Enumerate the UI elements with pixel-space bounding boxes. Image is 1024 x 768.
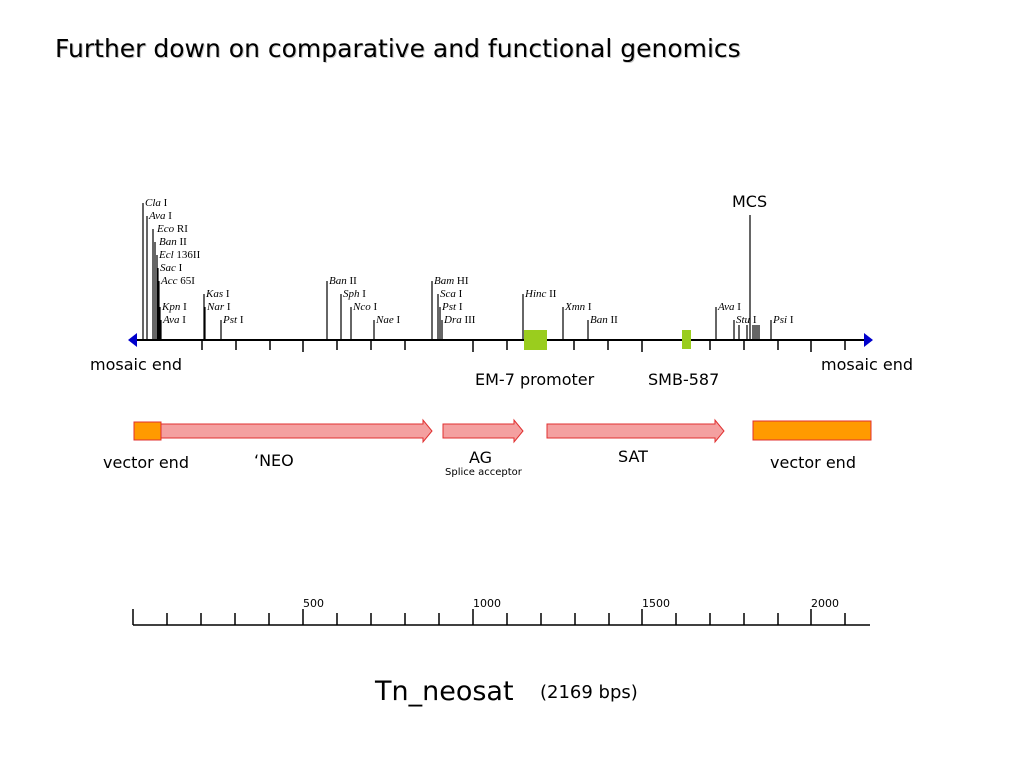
smb-587-label: SMB-587 [648, 370, 720, 389]
splice-acceptor-label: Splice acceptor [445, 467, 522, 478]
scale-tick-label: 500 [303, 597, 324, 610]
mcs-label: MCS [732, 192, 768, 211]
scale-tick-label: 1500 [642, 597, 670, 610]
site-label: Eco RI [157, 223, 188, 235]
ag-arrow [442, 418, 524, 444]
sat-arrow [546, 418, 725, 444]
mosaic-end-right-label: mosaic end [821, 355, 913, 374]
em7-promoter-label: EM-7 promoter [475, 370, 595, 389]
site-label: Sac I [160, 262, 183, 274]
page-title: Further down on comparative and function… [55, 34, 741, 63]
neo-arrow [160, 418, 433, 444]
site-label: Nae I [376, 314, 401, 326]
site-label: Kas I [206, 288, 230, 300]
scale-tick-label: 2000 [811, 597, 839, 610]
vector-end-right-box [752, 420, 872, 441]
map-ticks [201, 340, 846, 352]
site-label: Ban II [329, 275, 357, 287]
map-right-arrow [864, 333, 873, 347]
vector-end-right-label: vector end [770, 453, 856, 472]
site-label: Stu I [736, 314, 757, 326]
site-label: Bam HI [434, 275, 469, 287]
smb-587-box [682, 330, 691, 349]
site-label: Xmn I [565, 301, 592, 313]
scale-bar [132, 609, 870, 626]
site-label: Sph I [343, 288, 366, 300]
map-left-arrow [128, 333, 137, 347]
scale-tick-label: 1000 [473, 597, 501, 610]
sat-label: SAT [618, 447, 648, 466]
site-label: Nco I [353, 301, 378, 313]
site-label: Acc 65I [161, 275, 195, 287]
site-label: Ava I [163, 314, 186, 326]
construct-name: Tn_neosat [375, 676, 514, 707]
site-label: Sca I [440, 288, 463, 300]
site-label: Pst I [442, 301, 463, 313]
site-label: Hinc II [525, 288, 557, 300]
ag-label: AG [469, 448, 493, 467]
site-label: Psi I [773, 314, 794, 326]
site-label: Pst I [223, 314, 244, 326]
site-label: Ban II [159, 236, 187, 248]
site-label: Nar I [207, 301, 231, 313]
site-label: Ecl 136II [159, 249, 201, 261]
construct-size: (2169 bps) [540, 682, 638, 703]
vector-end-left-box [133, 421, 162, 441]
em7-promoter-box [524, 330, 547, 350]
site-label: Ban II [590, 314, 618, 326]
vector-end-left-label: vector end [103, 453, 189, 472]
site-label: Kpn I [162, 301, 187, 313]
mosaic-end-left-label: mosaic end [90, 355, 182, 374]
site-lines [142, 203, 772, 340]
site-label: Dra III [444, 314, 476, 326]
site-label: Ava I [149, 210, 172, 222]
site-label: Ava I [718, 301, 741, 313]
site-label: Cla I [145, 197, 168, 209]
neo-label: ‘NEO [254, 451, 294, 470]
